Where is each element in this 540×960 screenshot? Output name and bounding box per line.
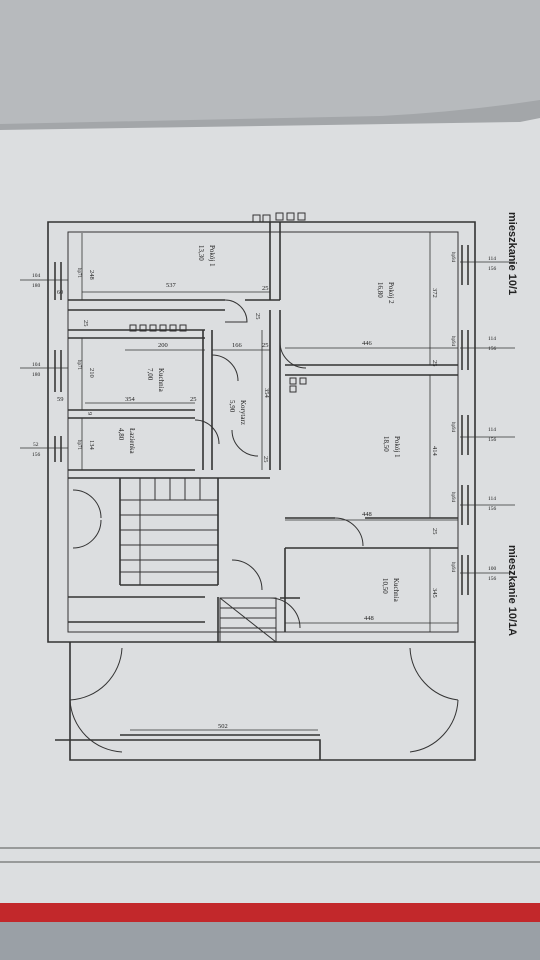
- window-width-4: 114: [488, 256, 496, 262]
- vent-ducts: [129, 212, 307, 393]
- dim-59: 59: [57, 396, 64, 403]
- dim-210: 210: [88, 368, 95, 378]
- dim-25-e: 25: [431, 360, 438, 367]
- window-height-2: 180: [32, 372, 41, 378]
- room-area-pokoj1-top: 13,30: [197, 245, 205, 261]
- dim-537: 537: [166, 282, 177, 289]
- sill-label-right-5: hp94: [450, 562, 455, 573]
- dim-448-b: 448: [364, 615, 374, 622]
- room-name-kuchnia-bottom: Kuchnia: [392, 578, 400, 603]
- staircase: [120, 478, 218, 585]
- dim-502: 502: [218, 723, 228, 730]
- window-height-1: 180: [32, 283, 41, 289]
- room-name-pokoj1-mid: Pokój 1: [393, 436, 401, 458]
- dim-166: 166: [232, 342, 243, 349]
- window-width-7: 114: [488, 496, 496, 502]
- dim-354-b: 354: [263, 388, 270, 399]
- dim-25-a: 25: [262, 285, 269, 292]
- dim-25-b: 25: [82, 320, 89, 327]
- sill-label-right-2: hp94: [450, 336, 455, 347]
- room-area-kuchnia-top: 7,00: [146, 368, 154, 381]
- room-name-korytarz: Korytarz: [239, 400, 247, 425]
- dim-25-f: 25: [190, 396, 197, 403]
- dim-354-a: 354: [125, 396, 136, 403]
- window-height-5: 156: [488, 346, 497, 352]
- dim-25-g: 25: [262, 456, 269, 463]
- room-name-kuchnia-top: Kuchnia: [157, 368, 165, 393]
- room-name-pokoj1-top: Pokój 1: [208, 245, 216, 267]
- dim-25-d: 25: [262, 342, 269, 349]
- window-width-1: 104: [32, 273, 41, 279]
- window-width-3: 52: [33, 442, 39, 448]
- room-area-kuchnia-bottom: 10,50: [381, 578, 389, 594]
- left-windows: [54, 262, 62, 462]
- dim-446: 446: [362, 340, 373, 347]
- sill-label-left-1: hp71: [76, 268, 81, 279]
- room-area-korytarz: 5,90: [228, 400, 236, 413]
- window-height-7: 156: [488, 506, 497, 512]
- dim-25-h: 25: [431, 528, 438, 535]
- window-height-6: 156: [488, 437, 497, 443]
- room-area-pokoj2: 16,80: [376, 282, 384, 298]
- dimension-lines: [20, 232, 515, 731]
- dim-248: 248: [88, 270, 95, 280]
- sill-label-left-2: hp71: [76, 360, 81, 371]
- room-area-lazienka: 4,80: [117, 428, 125, 441]
- sill-label-right-4: hp94: [450, 492, 455, 503]
- window-height-4: 156: [488, 266, 497, 272]
- book-edge: [0, 903, 540, 923]
- window-height-8: 156: [488, 576, 497, 582]
- sill-label-left-3: hp71: [76, 440, 81, 451]
- window-height-3: 156: [32, 452, 41, 458]
- dim-60: 60: [57, 290, 63, 296]
- sill-label-right-3: hp94: [450, 422, 455, 433]
- dim-414: 414: [431, 446, 438, 457]
- dim-372: 372: [431, 288, 438, 298]
- right-windows: [461, 245, 469, 595]
- window-width-6: 114: [488, 427, 496, 433]
- window-width-8: 100: [488, 566, 497, 572]
- dim-134: 134: [88, 440, 95, 451]
- dim-9: 9: [86, 412, 93, 415]
- heading-mieszkanie-10-1a: mieszkanie 10/1A: [506, 545, 518, 636]
- dim-448-a: 448: [362, 511, 372, 518]
- paper-sheet: [0, 118, 540, 905]
- table-surface: [0, 922, 540, 960]
- upper-page: [0, 0, 540, 124]
- dim-25-c: 25: [254, 313, 261, 320]
- sill-label-right-1: hp94: [450, 252, 455, 263]
- dim-345: 345: [431, 588, 438, 598]
- window-width-5: 114: [488, 336, 496, 342]
- room-name-pokoj2: Pokój 2: [387, 282, 395, 304]
- entry-steps: [219, 597, 277, 643]
- plan-walls: [47, 221, 476, 761]
- room-area-pokoj1-mid: 18,50: [382, 436, 390, 452]
- window-width-2: 104: [32, 362, 41, 368]
- room-name-lazienka: Łazienka: [128, 428, 136, 455]
- dim-200: 200: [158, 342, 168, 349]
- heading-mieszkanie-10-1: mieszkanie 10/1: [506, 212, 518, 295]
- doors: [69, 299, 459, 753]
